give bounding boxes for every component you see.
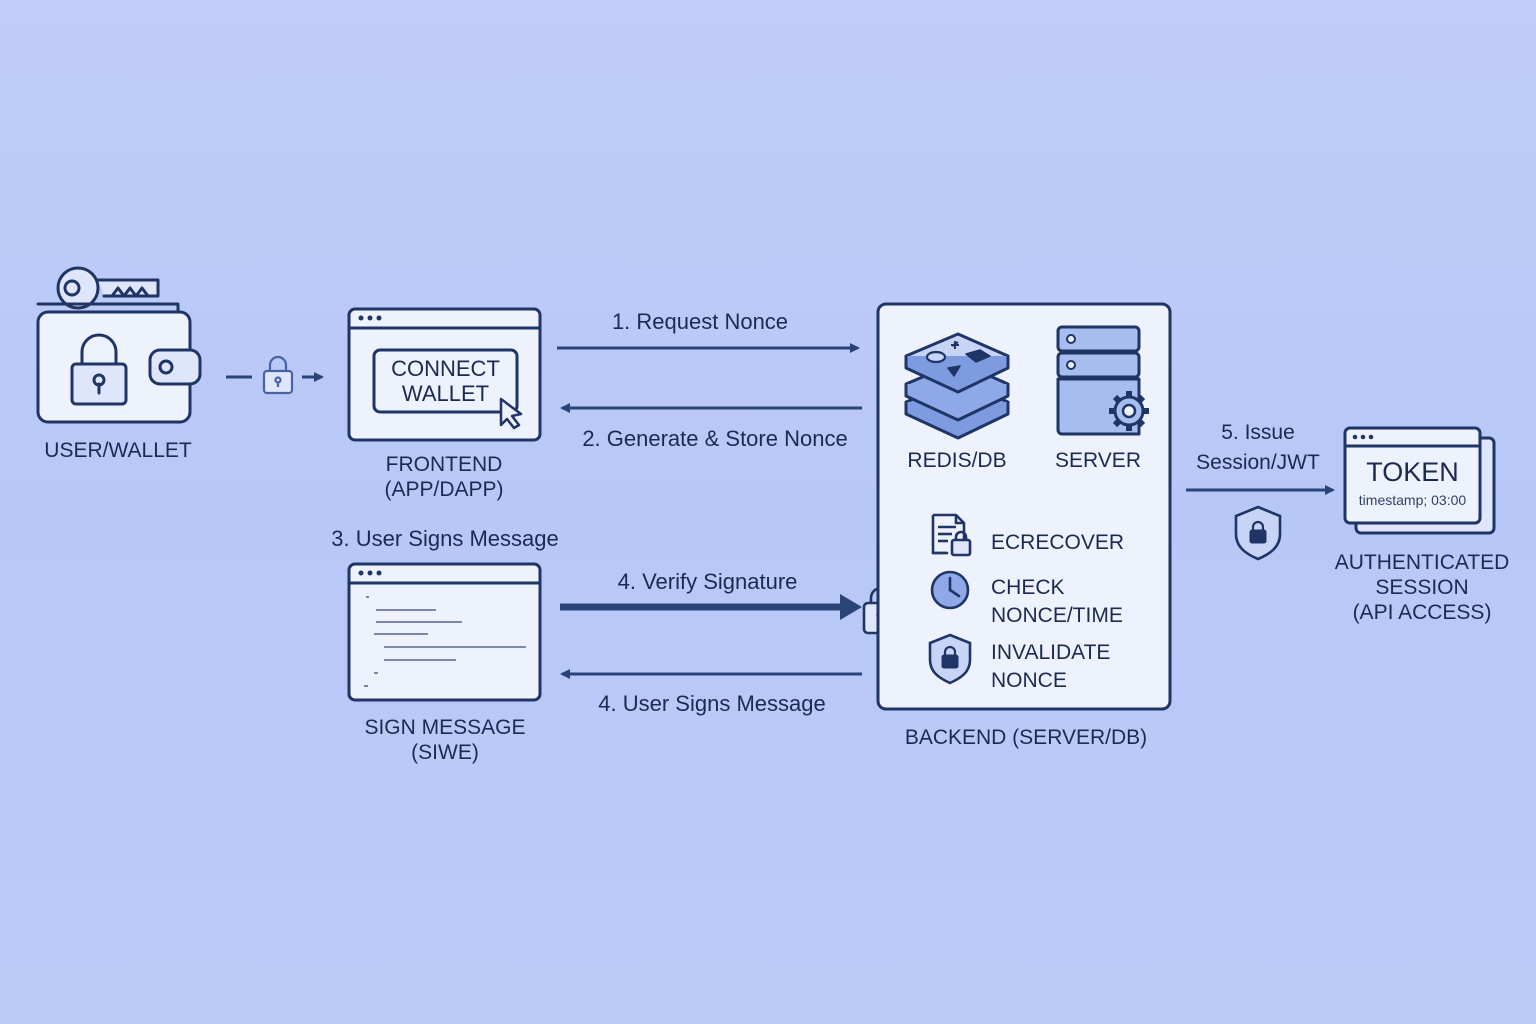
server-label: SERVER [1055, 449, 1141, 472]
session-line1: AUTHENTICATED [1334, 551, 1510, 574]
clock-icon [930, 570, 970, 610]
authenticated-session-label: AUTHENTICATED SESSION (API ACCESS) [1326, 550, 1518, 625]
step4-verify-label: 4. Verify Signature [617, 569, 798, 594]
frontend-label-line1: FRONTEND [385, 453, 503, 476]
invalidate-nonce-line1: INVALIDATE [991, 641, 1111, 664]
server-icon [1056, 325, 1141, 436]
key-icon [56, 266, 160, 310]
ecrecover-label: ECRECOVER [991, 531, 1125, 554]
step5-label-line1: 5. Issue [1221, 421, 1295, 444]
session-line2: SESSION [1375, 576, 1469, 599]
invalidate-nonce-line2: NONCE [991, 669, 1067, 692]
frontend-label: FRONTEND (APP/DAPP) [344, 452, 544, 502]
small-lock-icon [262, 355, 294, 395]
wallet-label: USER/WALLET [44, 439, 192, 462]
connect-wallet-label[interactable]: CONNECT WALLET [374, 356, 517, 406]
document-lock-icon [931, 513, 972, 557]
token-timestamp: timestamp; 03:00 [1358, 492, 1467, 508]
sign-message-label: SIGN MESSAGE (SIWE) [334, 715, 556, 765]
message-code-lines [364, 596, 526, 687]
check-nonce-label: CHECK NONCE/TIME [991, 574, 1123, 630]
step5-label: 5. Issue Session/JWT [1180, 418, 1336, 478]
cursor-icon [499, 397, 523, 430]
wallet-icon [36, 266, 202, 424]
invalidate-nonce-label: INVALIDATE NONCE [991, 639, 1110, 695]
connect-wallet-line1[interactable]: CONNECT [391, 356, 500, 381]
session-shield-icon [1234, 505, 1282, 561]
sign-message-label-line1: SIGN MESSAGE [364, 716, 526, 739]
step2-label: 2. Generate & Store Nonce [582, 426, 848, 451]
shield-lock-icon [928, 633, 972, 685]
backend-label: BACKEND (SERVER/DB) [904, 726, 1148, 749]
db-label: REDIS/DB [907, 449, 1007, 472]
token-window [1343, 426, 1496, 535]
token-title: TOKEN [1366, 457, 1459, 487]
database-icon [904, 332, 1010, 440]
sign-message-window [347, 562, 542, 702]
step4-sign-label: 4. User Signs Message [598, 691, 826, 716]
step5-label-line2: Session/JWT [1196, 451, 1320, 474]
check-nonce-line2: NONCE/TIME [991, 604, 1123, 627]
sign-message-label-line2: (SIWE) [411, 741, 479, 764]
frontend-label-line2: (APP/DAPP) [384, 478, 504, 501]
step3-label: 3. User Signs Message [331, 526, 559, 551]
step1-label: 1. Request Nonce [611, 309, 789, 334]
connect-wallet-line2[interactable]: WALLET [401, 381, 490, 406]
session-line3: (API ACCESS) [1352, 601, 1492, 624]
check-nonce-line1: CHECK [991, 576, 1065, 599]
gear-icon [1109, 391, 1149, 431]
connect-wallet-button[interactable] [372, 348, 519, 414]
